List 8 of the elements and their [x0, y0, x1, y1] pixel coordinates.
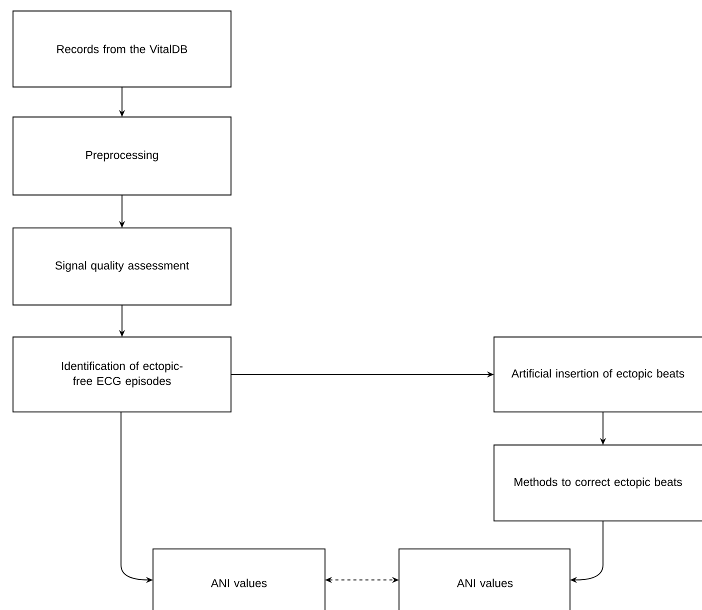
process-box: Artificial insertion of ectopic beats [494, 336, 702, 412]
process-box: ANI values [398, 548, 570, 610]
process-box: Signal quality assessment [12, 228, 232, 306]
process-box: Identification of ectopic-free ECG episodes [12, 336, 232, 412]
process-box: Methods to correct ectopic beats [494, 444, 702, 522]
process-box: Preprocessing [12, 116, 232, 196]
process-box: ANI values [152, 548, 326, 610]
process-box: Records from the VitalDB [12, 10, 232, 88]
